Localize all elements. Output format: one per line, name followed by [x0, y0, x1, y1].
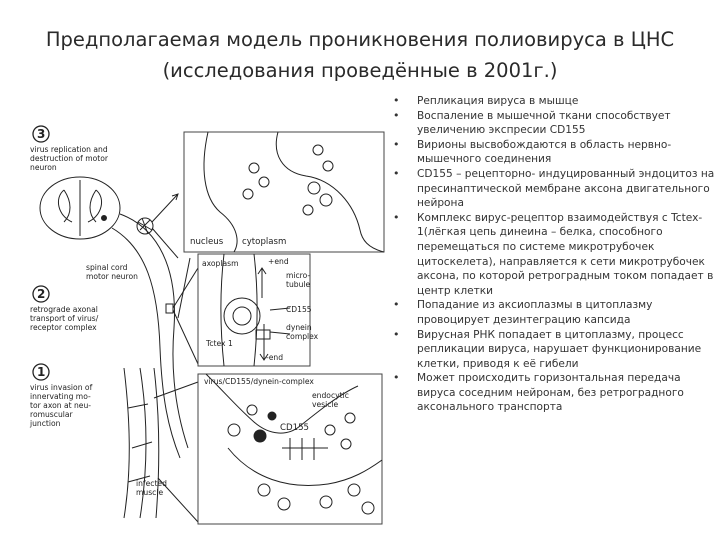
panel-top — [184, 132, 384, 252]
motor-neuron-dot — [102, 216, 107, 221]
minus-end-label: -end — [266, 353, 283, 362]
poliovirus-entry-diagram: 3 virus replication and destruction of m… — [28, 118, 390, 528]
bullet-item: Может происходить горизонтальная передач… — [388, 371, 716, 415]
spinal-cord-label-1: spinal cord — [86, 263, 128, 272]
virion-top-4 — [320, 194, 332, 206]
virion-bottom-3 — [345, 413, 355, 423]
dynein-complex-box — [256, 330, 270, 339]
plus-end-label: +end — [268, 257, 289, 266]
bullet-item: CD155 – рецепторно- индуцированный эндоц… — [388, 167, 716, 211]
step-1-label-2: innervating mo- — [30, 392, 91, 401]
virion-bottom-5 — [278, 498, 290, 510]
capsid-top-3 — [243, 189, 253, 199]
endocytic-label-2: vesicle — [312, 400, 339, 409]
complex-label: virus/CD155/dynein-complex — [204, 377, 314, 386]
cytoplasm-label: cytoplasm — [242, 237, 286, 247]
link-line-top — [178, 258, 190, 318]
cd155-receptors — [282, 438, 328, 460]
title-line-2: (исследования проведённые в 2001г.) — [0, 55, 720, 86]
arrow-to-top-panel — [152, 194, 178, 222]
panel-top-membrane — [204, 132, 237, 252]
bullet-item: Воспаление в мышечной ткани способствует… — [388, 109, 716, 138]
virion-bottom-6 — [320, 496, 332, 508]
endocytic-vesicle-1 — [247, 405, 257, 415]
virion-top-1 — [313, 145, 323, 155]
virion-middle — [233, 307, 251, 325]
tctex-label: Tctex 1 — [205, 339, 233, 348]
step-2-number: 2 — [37, 287, 45, 301]
cd155-mid-label: CD155 — [286, 305, 312, 314]
bullet-item: Попадание из аксиоплазмы в цитоплазму пр… — [388, 298, 716, 327]
capsid-top-2 — [259, 177, 269, 187]
virion-top-2 — [323, 161, 333, 171]
step-2-label-1: retrograde axonal — [30, 305, 98, 314]
bound-virion-2 — [268, 412, 276, 420]
dynein-label-1: dynein — [286, 323, 312, 332]
infected-muscle-label-2: muscle — [136, 488, 163, 497]
microtubule-label-2: tubule — [286, 280, 311, 289]
title-line-1: Предполагаемая модель проникновения поли… — [0, 24, 720, 55]
virion-bottom-7 — [348, 484, 360, 496]
dynein-label-2: complex — [286, 332, 319, 341]
step-1-number: 1 — [37, 365, 45, 379]
bound-virion-1 — [254, 430, 266, 442]
step-1-label-5: junction — [29, 419, 61, 428]
bullet-item: Вирусная РНК попадает в цитоплазму, проц… — [388, 328, 716, 372]
slide-title: Предполагаемая модель проникновения поли… — [0, 24, 720, 86]
axon-walls — [221, 254, 257, 366]
axon-box — [166, 304, 173, 313]
endocytic-vesicle-2 — [228, 424, 240, 436]
step-1-label-3: tor axon at neu- — [30, 401, 91, 410]
bullet-list: Репликация вируса в мышце Воспаление в м… — [388, 94, 716, 415]
step-1-label-1: virus invasion of — [30, 383, 93, 392]
bullet-item: Вирионы высвобождаются в область нервно-… — [388, 138, 716, 167]
virion-top-3 — [308, 182, 320, 194]
microtubule-label-1: micro- — [286, 271, 310, 280]
step-2-label-2: transport of virus/ — [30, 314, 99, 323]
postsynaptic-membrane — [228, 448, 382, 486]
virion-bottom-1 — [325, 425, 335, 435]
bullet-item: Комплекс вирус-рецептор взаимодействуя с… — [388, 211, 716, 299]
virion-bottom-4 — [258, 484, 270, 496]
infected-muscle-label-1: infected — [136, 479, 167, 488]
capsid-top-1 — [249, 163, 259, 173]
diagram-svg: 3 virus replication and destruction of m… — [28, 118, 390, 528]
panel-top-cell — [276, 132, 384, 252]
endocytic-label-1: endocytic — [312, 391, 349, 400]
step-3-label-2: destruction of motor — [30, 154, 109, 163]
axoplasm-label: axoplasm — [202, 259, 239, 268]
axon-line-1 — [120, 214, 188, 448]
virion-bottom-8 — [362, 502, 374, 514]
zoom-lines-bottom — [154, 382, 198, 522]
virion-top-5 — [303, 205, 313, 215]
bullet-item: Репликация вируса в мышце — [388, 94, 716, 109]
step-1-label-4: romuscular — [30, 410, 74, 419]
step-3-number: 3 — [37, 127, 45, 141]
spinal-cord-grey-matter — [58, 180, 101, 236]
endosome-vesicle — [224, 298, 260, 334]
neuromuscular-junctions — [128, 404, 152, 482]
virion-bottom-2 — [341, 439, 351, 449]
neuron-sketch — [138, 218, 152, 234]
arrow-to-top-panel-2 — [152, 228, 178, 258]
spinal-cord-label-2: motor neuron — [86, 272, 138, 281]
step-3-label-3: neuron — [30, 163, 57, 172]
microtubule-arrow — [258, 268, 266, 298]
cd155-bottom-label: CD155 — [280, 423, 309, 433]
step-3-label-1: virus replication and — [30, 145, 108, 154]
step-2-label-3: receptor complex — [30, 323, 97, 332]
nucleus-label: nucleus — [190, 237, 224, 247]
